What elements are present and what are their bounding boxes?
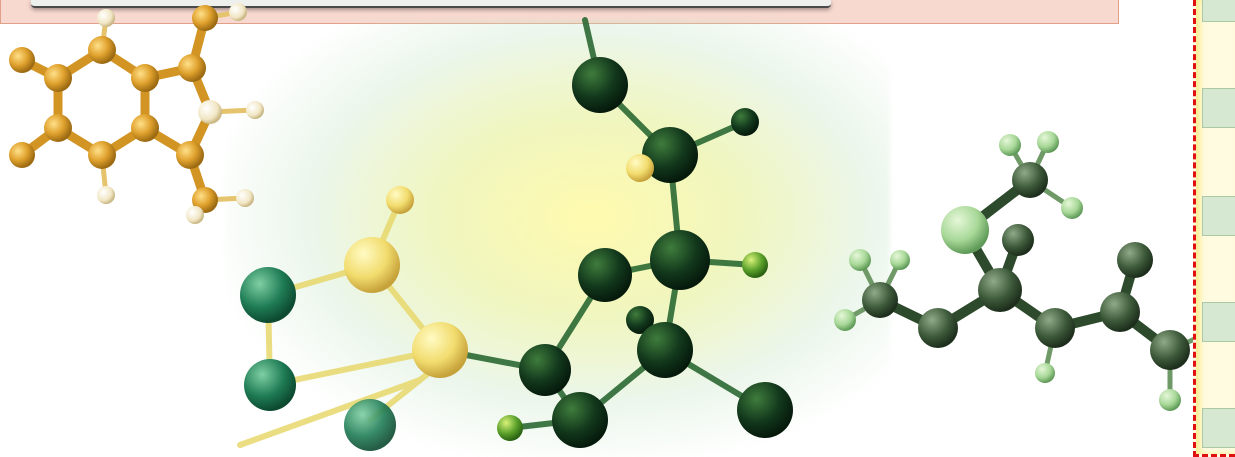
side-panel-row — [1202, 0, 1235, 22]
side-panel-row — [1202, 408, 1235, 448]
green-molecule-model-icon — [237, 17, 793, 451]
dark-molecule-model-icon — [834, 131, 1226, 411]
side-panel-row — [1202, 88, 1235, 128]
side-panel-row — [1202, 302, 1235, 342]
title-inner-bar — [31, 0, 831, 8]
side-panel-row — [1202, 196, 1235, 236]
indene-molecule-icon — [9, 3, 264, 224]
side-panel-table — [1193, 0, 1235, 457]
